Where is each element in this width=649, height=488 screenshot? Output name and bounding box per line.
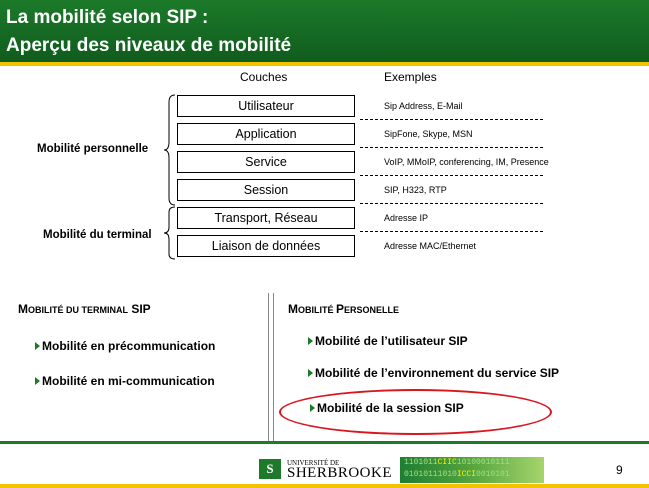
list-item: Mobilité de l’environnement du service S… [308, 366, 559, 380]
bullet-arrow-icon [308, 337, 313, 345]
heading-terminal-mobility: MOBILITÉ DU TERMINAL SIP [18, 302, 151, 316]
example-user: Sip Address, E-Mail [384, 101, 463, 111]
layer-box-datalink: Liaison de données [177, 235, 355, 257]
title-bar [0, 0, 649, 66]
bullet-arrow-icon [35, 342, 40, 350]
brace-personal [163, 94, 176, 206]
page-number: 9 [616, 463, 623, 477]
university-logo-icon: S [259, 459, 281, 479]
group-label-terminal: Mobilité du terminal [43, 229, 152, 241]
layer-box-user: Utilisateur [177, 95, 355, 117]
bullet-arrow-icon [308, 369, 313, 377]
row-separator [360, 231, 543, 232]
slide-title-line2: Aperçu des niveaux de mobilité [6, 35, 292, 56]
list-item: Mobilité de l’utilisateur SIP [308, 334, 468, 348]
example-transport: Adresse IP [384, 213, 429, 223]
example-application: SipFone, Skype, MSN [384, 129, 473, 139]
row-separator [360, 175, 543, 176]
divider [273, 293, 274, 441]
layer-box-session: Session [177, 179, 355, 201]
list-item: Mobilité en précommunication [35, 339, 215, 353]
slide-title-line1: La mobilité selon SIP : [6, 7, 209, 28]
heading-personal-mobility: MOBILITÉ PERSONELLE [288, 302, 400, 316]
binary-banner: 1101011CIIC10100010111 01010111010ICCI00… [400, 457, 544, 483]
university-label-small: UNIVERSITÉ DE [287, 459, 340, 467]
example-session: SIP, H323, RTP [384, 185, 447, 195]
bullet-arrow-icon [35, 377, 40, 385]
col-header-examples: Exemples [384, 70, 437, 84]
list-item: Mobilité en mi-communication [35, 374, 215, 388]
layer-box-service: Service [177, 151, 355, 173]
highlight-ellipse [279, 389, 552, 435]
row-separator [360, 203, 543, 204]
example-service: VoIP, MMoIP, conferencing, IM, Presence [384, 157, 549, 167]
row-separator [360, 147, 543, 148]
title-underline [0, 62, 649, 66]
row-separator [360, 119, 543, 120]
divider [268, 293, 269, 441]
example-datalink: Adresse MAC/Ethernet [384, 241, 477, 251]
university-name: SHERBROOKE [287, 465, 393, 481]
layer-box-application: Application [177, 123, 355, 145]
footer-bottom-rule [0, 484, 649, 488]
group-label-personal: Mobilité personnelle [37, 143, 149, 155]
col-header-layers: Couches [240, 70, 288, 84]
layer-box-transport: Transport, Réseau [177, 207, 355, 229]
footer-rule [0, 441, 649, 444]
brace-terminal [163, 206, 176, 260]
